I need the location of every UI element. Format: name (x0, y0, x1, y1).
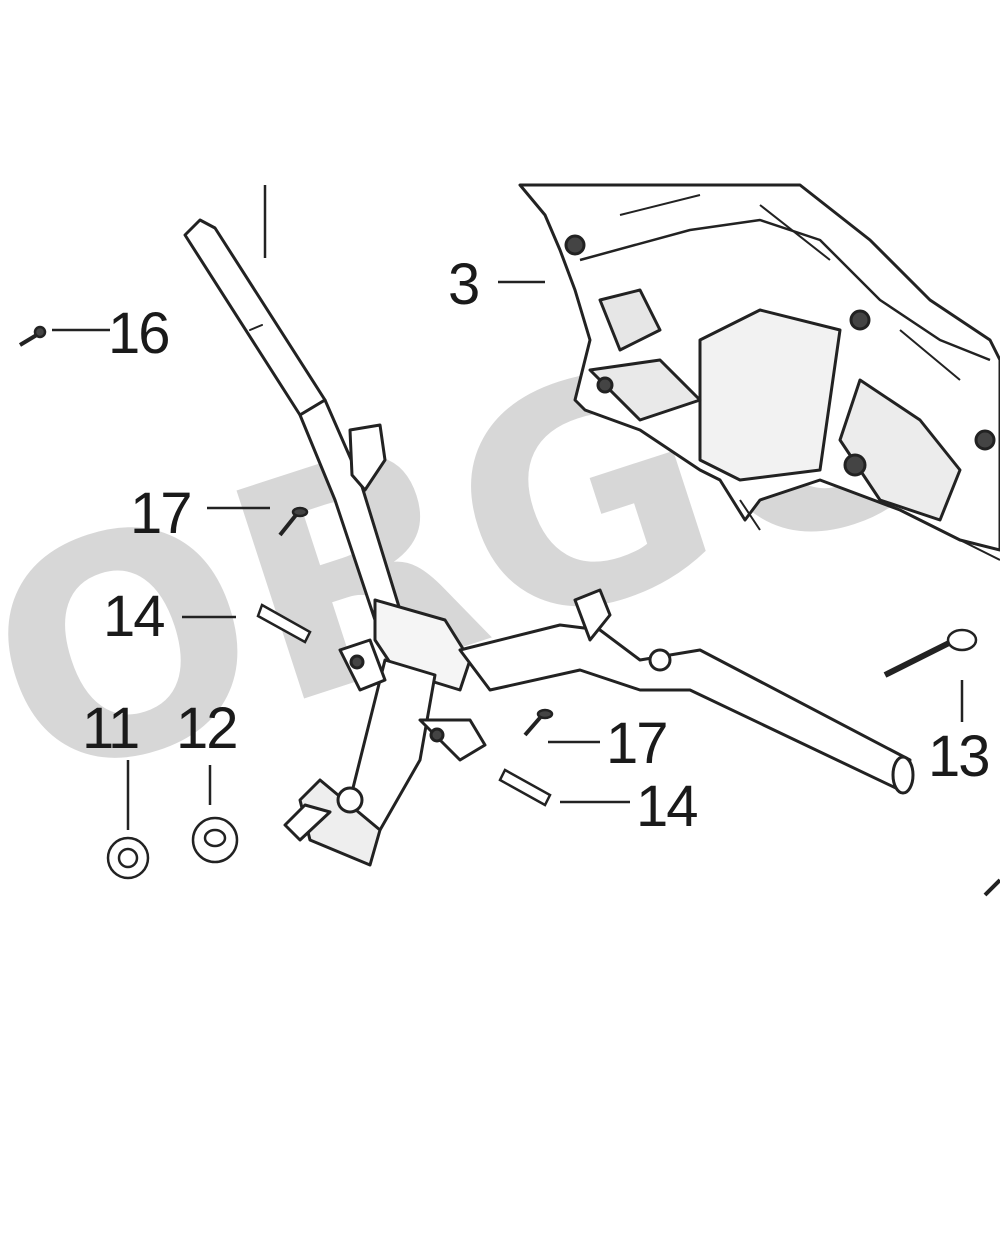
callout-17-right: 17 (606, 711, 668, 776)
leader-lines (52, 185, 964, 830)
callout-17-left: 17 (130, 481, 192, 546)
callout-3: 3 (448, 252, 480, 317)
callout-16: 16 (108, 301, 170, 366)
part-14-bolt-left (256, 603, 312, 644)
part-13-bolt (883, 637, 957, 678)
part-3-handlebar-cover (518, 183, 1000, 561)
part-11-nut (106, 836, 150, 880)
callout-12: 12 (176, 696, 238, 761)
callout-14-right: 14 (636, 774, 698, 839)
callout-14-left: 14 (103, 584, 165, 649)
part-1-handlebar (183, 218, 915, 867)
part-12-washer (191, 816, 239, 864)
fasteners (18, 325, 1000, 897)
part-14-bolt-right (498, 768, 552, 807)
callout-13: 13 (928, 724, 990, 789)
callout-11: 11 (82, 696, 140, 761)
